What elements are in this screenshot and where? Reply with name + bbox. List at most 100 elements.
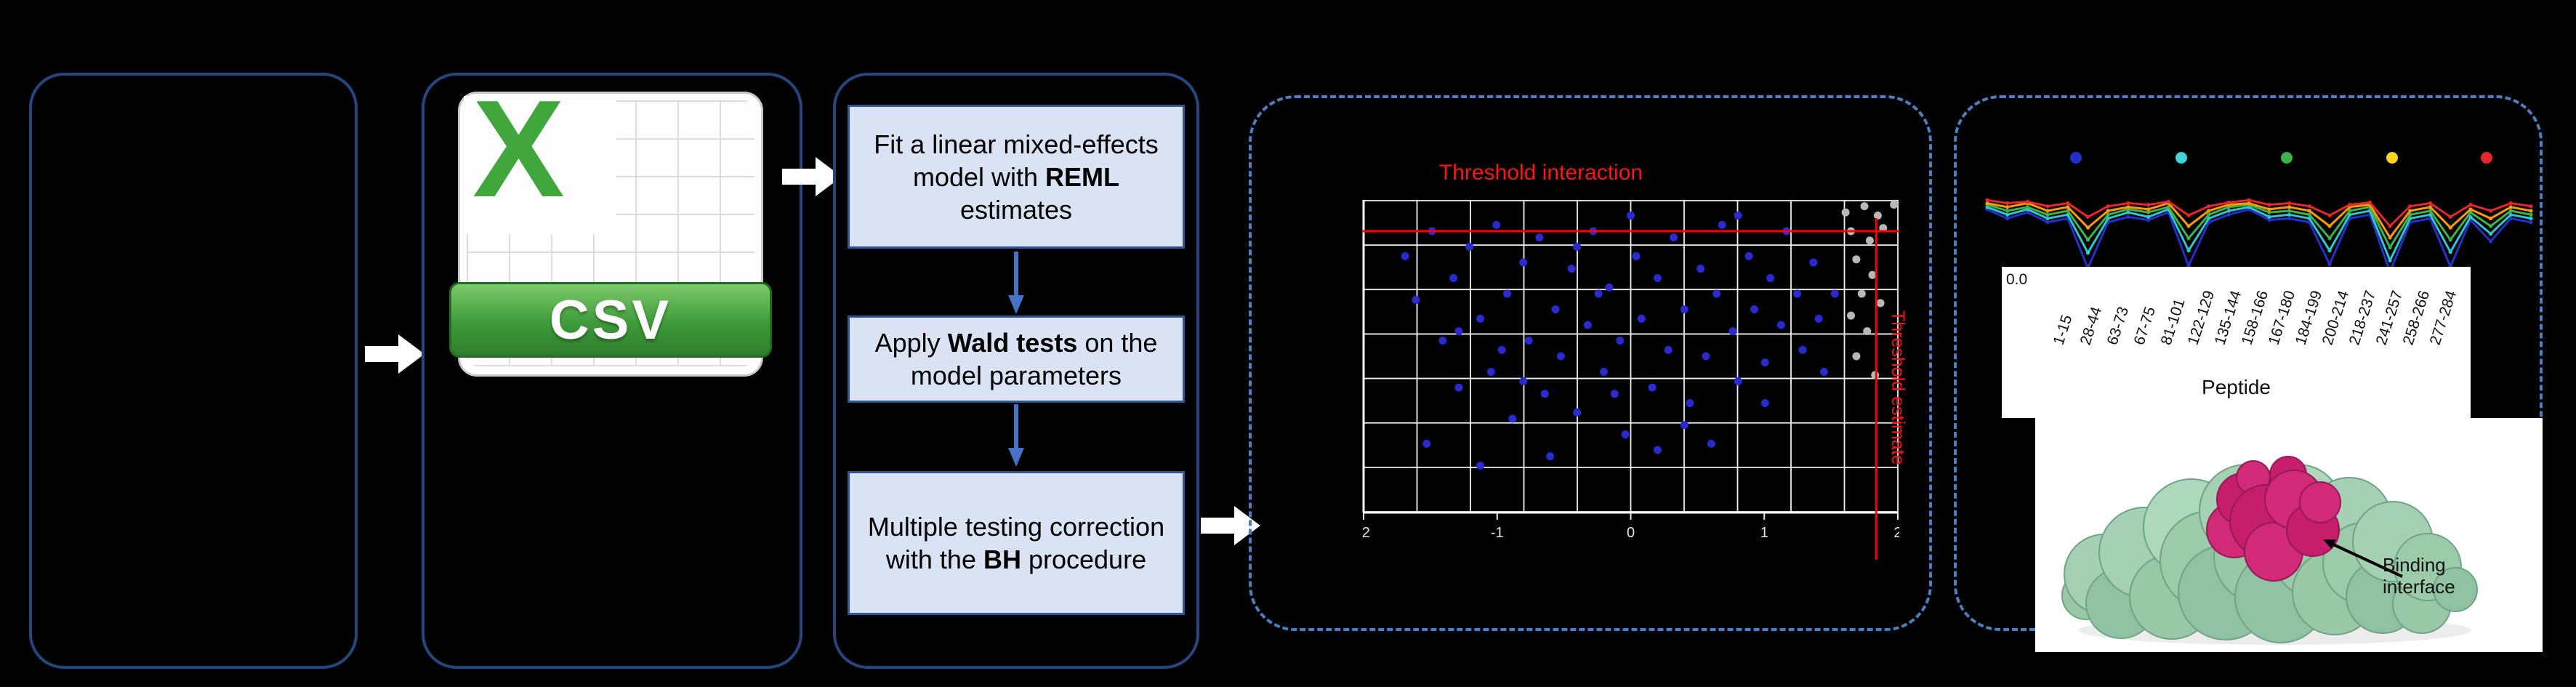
uptake-point: [2489, 239, 2493, 244]
uptake-point: [2428, 209, 2433, 213]
data-point: [1610, 390, 1619, 398]
step-multiple-testing: Multiple testing correction with the BH …: [848, 471, 1185, 615]
uptake-point: [2287, 212, 2292, 217]
uptake-point: [2489, 231, 2493, 236]
uptake-point: [2307, 216, 2311, 221]
uptake-point: [2207, 216, 2211, 221]
data-point: [1868, 270, 1877, 279]
uptake-point: [2489, 209, 2493, 213]
data-point: [1876, 299, 1885, 308]
uptake-point: [2428, 205, 2433, 209]
binding-interface-label: Binding interface: [2383, 554, 2455, 598]
uptake-point: [2327, 236, 2332, 241]
uptake-point: [2267, 203, 2271, 207]
peptide-tick-label: 63-73: [2104, 305, 2133, 347]
data-point: [1648, 383, 1657, 392]
data-point: [1809, 258, 1818, 267]
data-point: [1830, 289, 1839, 298]
uptake-point: [2005, 212, 2010, 217]
data-point: [1664, 345, 1673, 354]
uptake-point: [2005, 216, 2010, 221]
data-point: [1492, 220, 1501, 229]
series-gray-points: [1841, 201, 1899, 379]
data-point: [1670, 233, 1678, 242]
data-point: [1814, 314, 1823, 323]
uptake-point: [2508, 205, 2513, 209]
data-point: [1519, 258, 1528, 267]
uptake-point: [2327, 213, 2332, 217]
uptake-point: [2287, 209, 2292, 213]
data-point: [1524, 337, 1533, 345]
data-point: [1519, 377, 1528, 385]
uptake-point: [2468, 207, 2473, 212]
peptide-tick-label: 1-15: [2050, 313, 2076, 347]
binding-interface-region: [2206, 456, 2341, 582]
data-point: [1476, 314, 1485, 323]
uptake-point: [2287, 216, 2292, 221]
data-point: [1438, 337, 1447, 345]
uptake-series-line: [1987, 198, 2532, 228]
uptake-point: [2307, 204, 2311, 209]
peptide-tick-label: 67-75: [2130, 305, 2160, 347]
uptake-point: [2226, 209, 2231, 213]
uptake-point: [2025, 210, 2029, 214]
uptake-point: [2085, 214, 2090, 219]
step-text-bold: BH: [983, 545, 1021, 574]
uptake-point: [2146, 207, 2151, 212]
step-fit-model: Fit a linear mixed-effects model with RE…: [848, 105, 1185, 249]
data-point: [1860, 202, 1869, 211]
x-tick-label: -2: [1362, 525, 1370, 541]
data-point: [1857, 289, 1866, 298]
uptake-point: [2448, 214, 2452, 219]
data-point: [1616, 337, 1625, 345]
data-point: [1454, 327, 1463, 336]
uptake-point: [2529, 220, 2533, 225]
uptake-point: [2508, 201, 2513, 206]
data-point: [1865, 236, 1874, 245]
csv-banner-label: CSV: [549, 289, 672, 351]
protein-structure-graphic: [2061, 456, 2478, 645]
uptake-point: [2348, 203, 2352, 207]
uptake-point: [2226, 212, 2231, 217]
data-point: [1540, 390, 1549, 398]
data-point: [1734, 212, 1742, 220]
data-point: [1486, 368, 1495, 376]
uptake-point: [2146, 218, 2151, 222]
uptake-point: [2508, 212, 2513, 217]
data-point: [1707, 439, 1715, 448]
data-point: [1863, 327, 1872, 336]
uptake-point: [2207, 204, 2211, 209]
peptide-tick-label: 81-101: [2157, 297, 2189, 347]
uptake-point: [2287, 205, 2292, 209]
uptake-point: [1985, 198, 1989, 202]
data-point: [1793, 289, 1802, 298]
data-point: [1852, 352, 1861, 361]
uptake-point: [2267, 214, 2271, 219]
x-axis-title: Peptide: [2202, 376, 2271, 398]
data-point: [1686, 399, 1694, 407]
timepoint-legend-dots: [2070, 152, 2492, 164]
step-text-post: procedure: [1021, 545, 1147, 574]
uptake-point: [1985, 201, 1989, 206]
x-tick-label: 1: [1760, 525, 1768, 541]
data-point: [1852, 255, 1861, 264]
step-multiple-testing-text: Multiple testing correction with the BH …: [860, 510, 1172, 576]
data-point: [1680, 421, 1689, 430]
uptake-point: [2388, 236, 2392, 240]
step-text-bold: REML: [1045, 161, 1120, 192]
data-point: [1449, 274, 1458, 282]
uptake-point: [2307, 209, 2311, 213]
legend-dot: [2386, 152, 2398, 164]
legend-dot: [2070, 152, 2082, 164]
data-point: [1879, 224, 1888, 233]
data-point: [1820, 368, 1828, 376]
data-point: [1776, 321, 1785, 329]
uptake-point: [2106, 209, 2110, 213]
legend-dot: [2481, 152, 2492, 164]
data-point: [1718, 220, 1726, 229]
data-point: [1744, 252, 1753, 260]
uptake-point: [2126, 205, 2130, 209]
